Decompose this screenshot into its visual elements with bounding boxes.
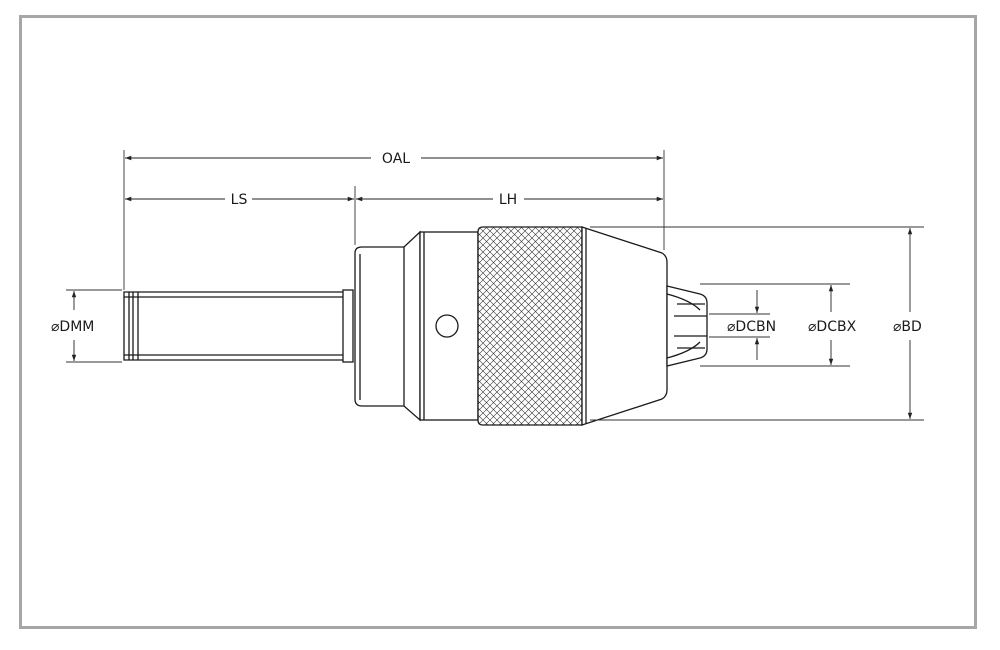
dimension-ls: LS [125, 192, 354, 208]
dimension-bd: ⌀BD [893, 228, 922, 419]
ls-label: LS [231, 192, 248, 208]
dimension-dmm: ⌀DMM [51, 291, 94, 361]
dimension-oal: OAL [125, 151, 663, 167]
key-hole [435, 314, 459, 338]
bd-label: ⌀BD [893, 319, 922, 335]
dimension-dcbx: ⌀DCBX [808, 285, 857, 365]
nose-cone [581, 226, 668, 426]
extension-lines [66, 150, 924, 421]
dimension-dcbn: ⌀DCBN [727, 290, 776, 360]
oal-label: OAL [382, 151, 410, 167]
dimension-lh: LH [356, 192, 663, 208]
chuck-hub [354, 230, 421, 422]
lh-label: LH [499, 192, 517, 208]
drill-chuck-part [123, 226, 708, 426]
dcbx-label: ⌀DCBX [808, 319, 857, 335]
knurled-sleeve [477, 226, 583, 426]
dcbn-label: ⌀DCBN [727, 319, 776, 335]
dmm-label: ⌀DMM [51, 319, 94, 335]
shank [123, 289, 354, 363]
chuck-jaws [666, 285, 708, 367]
